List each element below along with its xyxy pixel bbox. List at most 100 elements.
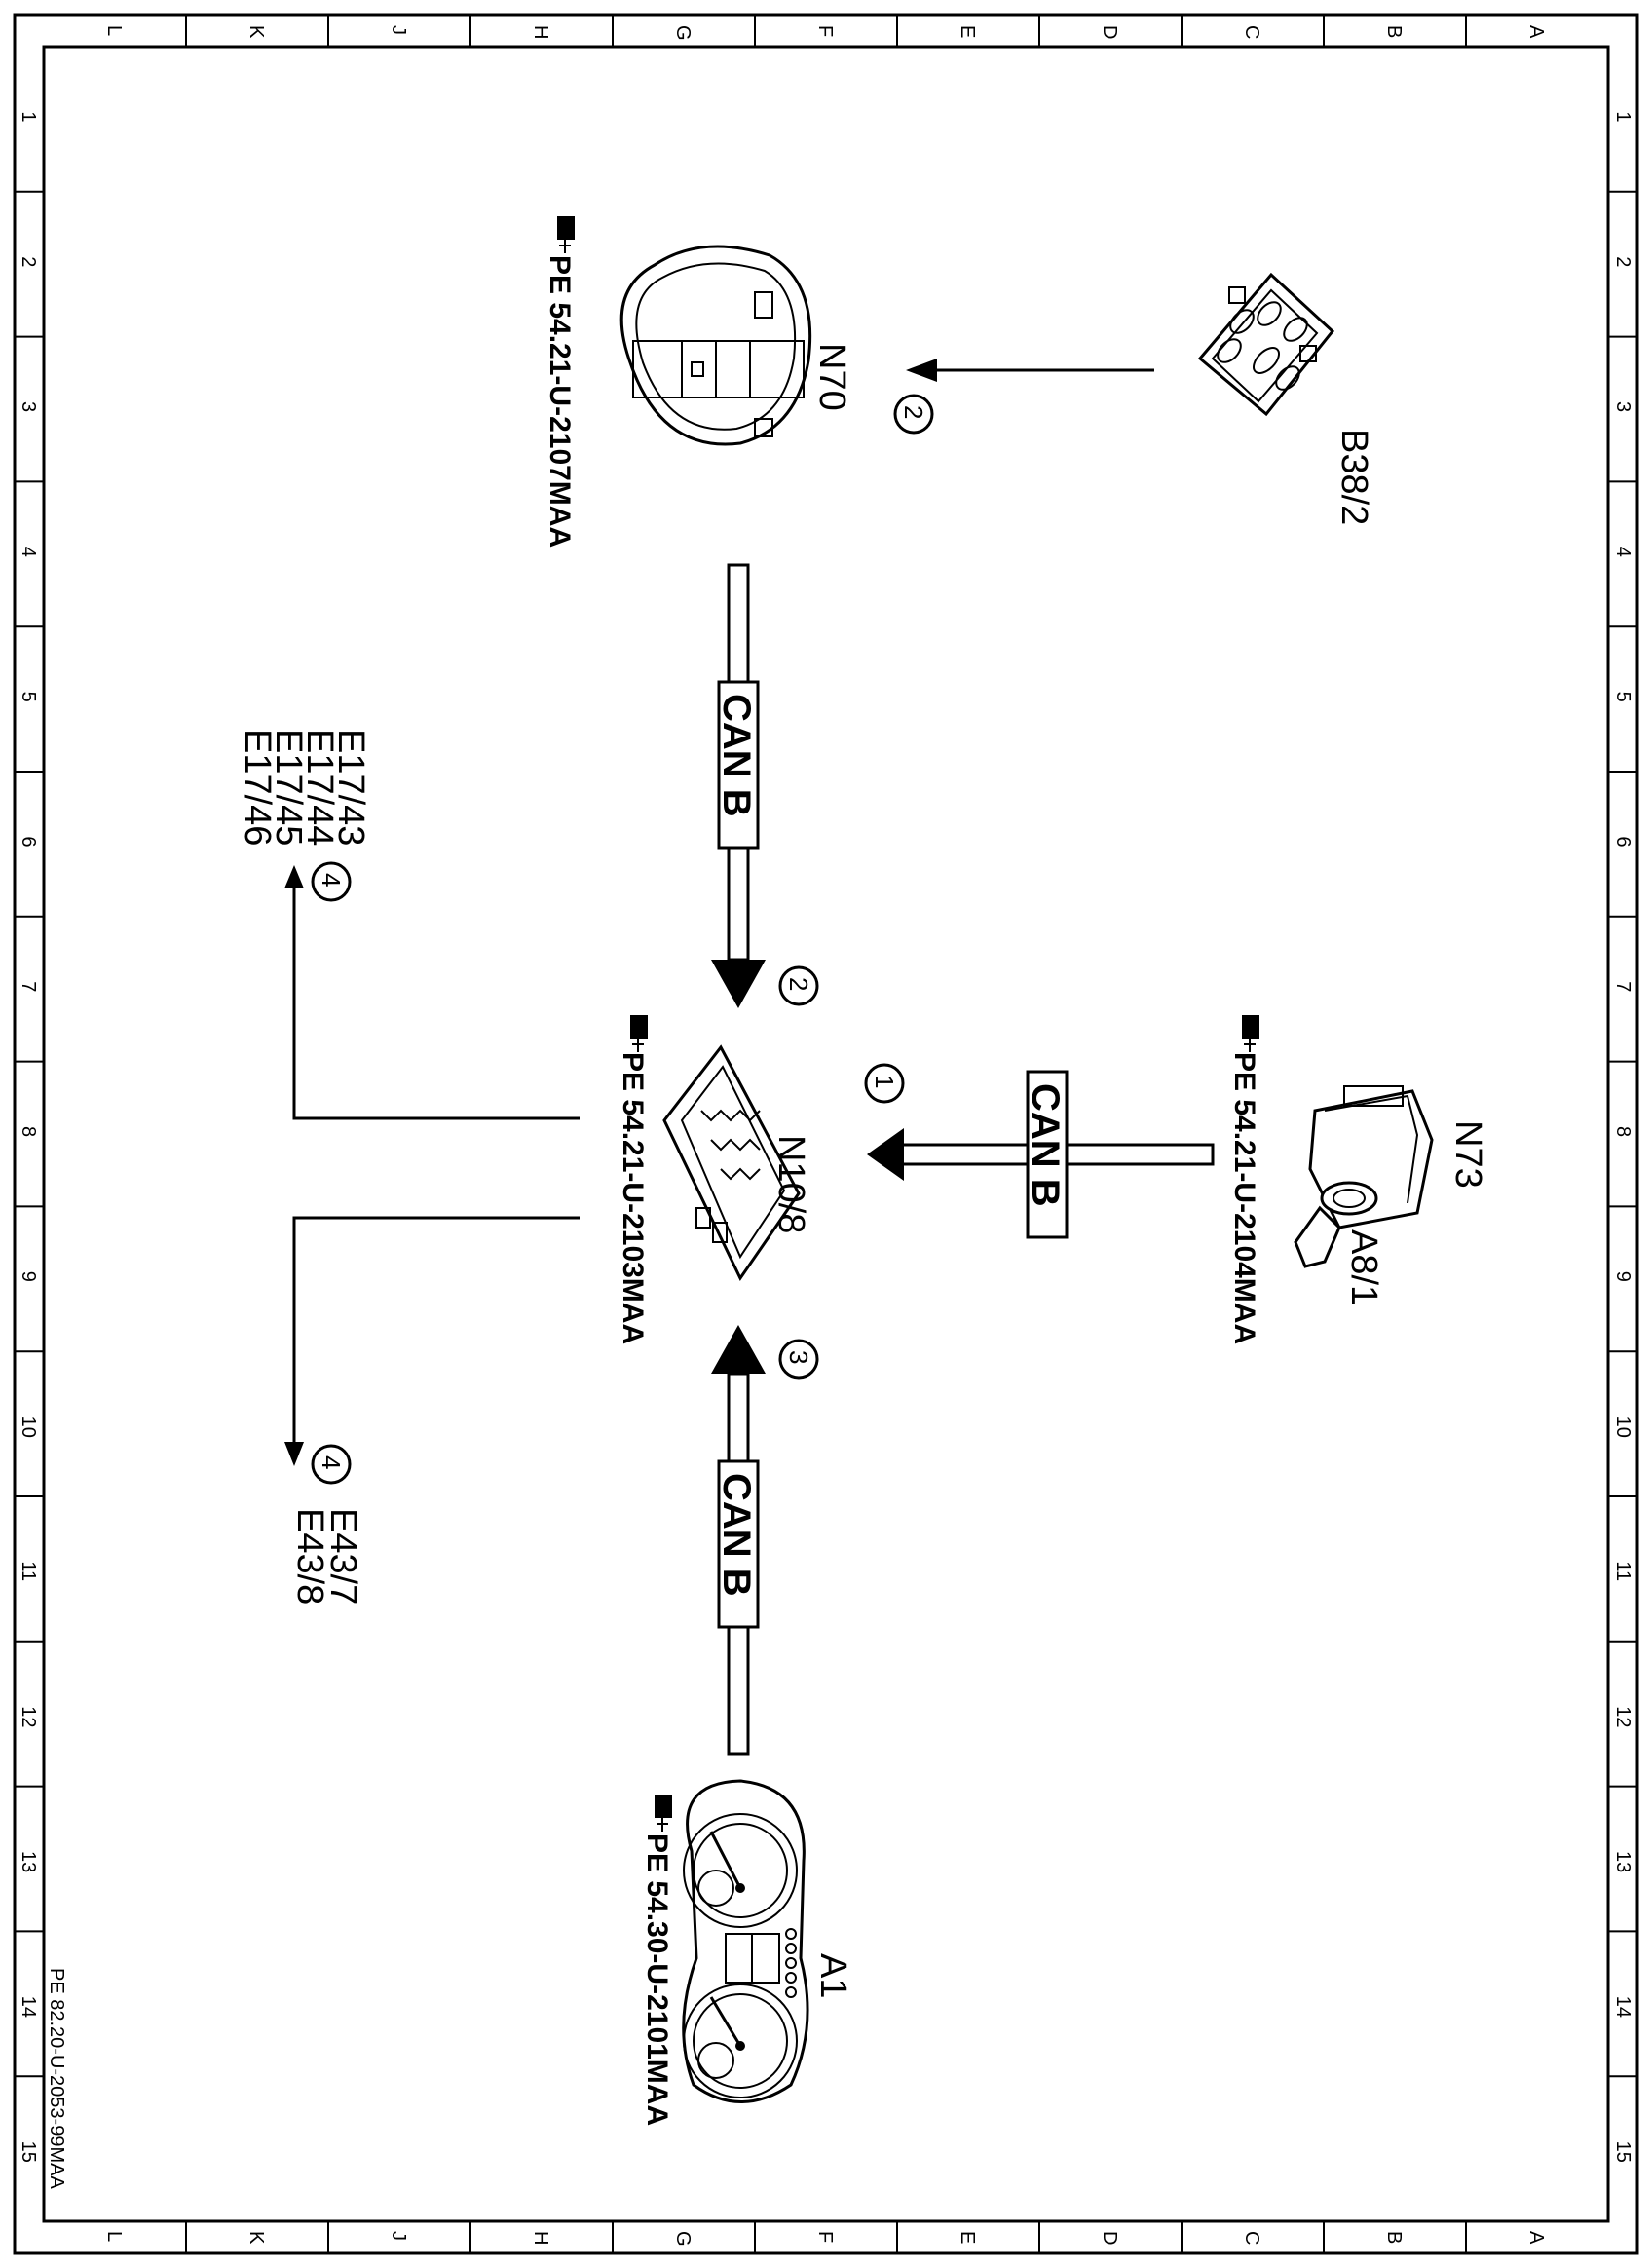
grid-number-left: 3 bbox=[18, 401, 39, 412]
grid-letter-top: B bbox=[1383, 25, 1405, 38]
grid-number-right: 7 bbox=[1612, 981, 1633, 992]
output-e43-8: E43/8 bbox=[289, 1508, 330, 1605]
grid-number-left: 15 bbox=[18, 2141, 39, 2163]
grid-number-left: 4 bbox=[18, 547, 39, 557]
grid-number-right: 10 bbox=[1612, 1417, 1633, 1438]
a1-instrument-cluster bbox=[682, 1779, 809, 2103]
grid-number-right: 15 bbox=[1612, 2141, 1633, 2163]
can-b-label-2: CAN B bbox=[1024, 1083, 1067, 1207]
grid-letter-top: F bbox=[814, 25, 836, 37]
n73-ignition-switch bbox=[1294, 1085, 1434, 1268]
grid-number-left: 7 bbox=[18, 981, 39, 992]
a1-label: A1 bbox=[812, 1953, 853, 1998]
grid-number-left: 1 bbox=[18, 111, 39, 122]
marker-3 bbox=[778, 1339, 819, 1380]
marker-4b-text: 4 bbox=[317, 1455, 346, 1469]
grid-letter-bottom: H bbox=[530, 2231, 551, 2245]
can-bus-n73-arrowhead bbox=[867, 1128, 904, 1181]
grid-letter-top: G bbox=[672, 25, 694, 41]
inner-frame bbox=[42, 45, 1610, 2223]
grid-number-right: 2 bbox=[1612, 256, 1633, 267]
grid-number-left: 5 bbox=[18, 692, 39, 702]
grid-letter-bottom: B bbox=[1383, 2231, 1405, 2244]
n73-label: N73 bbox=[1447, 1120, 1488, 1189]
grid-number-left: 2 bbox=[18, 256, 39, 267]
grid-letter-bottom: D bbox=[1099, 2231, 1120, 2245]
output-e17-46: E17/46 bbox=[237, 729, 278, 846]
grid-number-left: 8 bbox=[18, 1126, 39, 1137]
b38-2-sensor bbox=[1197, 272, 1335, 417]
marker-2a-text: 2 bbox=[899, 405, 928, 419]
grid-letter-bottom: F bbox=[814, 2231, 836, 2243]
marker-1 bbox=[864, 1063, 905, 1104]
marker-2b-text: 2 bbox=[784, 977, 813, 991]
can-b-label-3: CAN B bbox=[715, 1473, 758, 1597]
b38-2-to-n70-arrowhead bbox=[906, 359, 937, 382]
grid-number-right: 4 bbox=[1612, 547, 1633, 557]
grid-letter-top: L bbox=[103, 25, 125, 36]
n10-8-module bbox=[662, 1044, 801, 1281]
n10-8-ref: PE 54.21-U-2103MAA bbox=[617, 1052, 649, 1344]
grid-letter-top: K bbox=[245, 25, 267, 39]
output-wire-lower bbox=[292, 1216, 580, 1450]
output-e17-43: E17/43 bbox=[330, 729, 371, 846]
output-wire-upper bbox=[292, 882, 580, 1120]
footer-ref: PE 82.20-U-2053-99MAA bbox=[46, 1968, 67, 2189]
grid-number-left: 10 bbox=[18, 1417, 39, 1438]
can-b-label-box-3 bbox=[717, 1459, 760, 1629]
a1-ref-hand-icon bbox=[655, 1795, 672, 1832]
grid-number-left: 13 bbox=[18, 1851, 39, 1872]
can-bus-a1-arrowhead bbox=[711, 1325, 766, 1374]
grid-number-left: 6 bbox=[18, 836, 39, 847]
grid-letter-top: J bbox=[388, 25, 409, 35]
grid-letter-bottom: E bbox=[957, 2231, 978, 2244]
grid-number-right: 13 bbox=[1612, 1851, 1633, 1872]
output-e17-44: E17/44 bbox=[299, 729, 340, 846]
grid-number-right: 14 bbox=[1612, 1996, 1633, 2018]
grid-letter-bottom: J bbox=[388, 2231, 409, 2241]
n70-ref: PE 54.21-U-2107MAA bbox=[544, 255, 576, 548]
grid-number-right: 1 bbox=[1612, 111, 1633, 122]
grid-letter-bottom: K bbox=[245, 2231, 267, 2245]
grid-letter-bottom: L bbox=[103, 2231, 125, 2242]
grid-letter-bottom: C bbox=[1241, 2231, 1262, 2245]
grid-letter-bottom: A bbox=[1525, 2231, 1547, 2245]
can-bus-n70-arrowhead bbox=[711, 960, 766, 1008]
upper-outputs-list: E17/43 E17/44 E17/45 E17/46 bbox=[237, 729, 371, 846]
grid-letter-top: C bbox=[1241, 25, 1262, 39]
n10-8-ref-hand-icon bbox=[630, 1015, 648, 1052]
output-e17-45: E17/45 bbox=[268, 729, 309, 846]
n70-control-panel bbox=[620, 245, 812, 446]
grid-number-left: 12 bbox=[18, 1706, 39, 1727]
b38-2-label: B38/2 bbox=[1333, 429, 1374, 525]
n73-ref: PE 54.21-U-2104MAA bbox=[1228, 1052, 1260, 1344]
marker-1-text: 1 bbox=[870, 1075, 899, 1088]
grid-number-right: 3 bbox=[1612, 401, 1633, 412]
marker-4a bbox=[311, 861, 352, 902]
marker-2a bbox=[893, 394, 934, 435]
can-b-label-box-2 bbox=[1026, 1070, 1069, 1239]
can-b-label-1: CAN B bbox=[715, 694, 758, 817]
marker-3-text: 3 bbox=[784, 1350, 813, 1364]
output-upper-arrowhead bbox=[284, 865, 304, 888]
lower-outputs-list: E43/7 E43/8 bbox=[289, 1508, 363, 1605]
grid-number-right: 6 bbox=[1612, 836, 1633, 847]
grid-letter-top: D bbox=[1099, 25, 1120, 39]
n73-a8-1-label: A8/1 bbox=[1343, 1229, 1384, 1305]
grid-number-left: 14 bbox=[18, 1996, 39, 2018]
a1-ref: PE 54.30-U-2101MAA bbox=[641, 1833, 673, 2126]
grid-number-right: 12 bbox=[1612, 1706, 1633, 1727]
grid-number-right: 8 bbox=[1612, 1126, 1633, 1137]
outer-frame bbox=[13, 13, 1639, 2255]
n10-8-label: N10/8 bbox=[770, 1135, 811, 1233]
can-b-label-box-1 bbox=[717, 680, 760, 850]
grid-letter-bottom: G bbox=[672, 2231, 694, 2247]
grid-letter-top: A bbox=[1525, 25, 1547, 39]
marker-4a-text: 4 bbox=[317, 873, 346, 887]
grid-number-left: 11 bbox=[18, 1561, 39, 1581]
grid-letter-top: E bbox=[957, 25, 978, 38]
grid-letter-top: H bbox=[530, 25, 551, 39]
n70-label: N70 bbox=[811, 343, 852, 411]
n73-ref-hand-icon bbox=[1242, 1015, 1259, 1052]
